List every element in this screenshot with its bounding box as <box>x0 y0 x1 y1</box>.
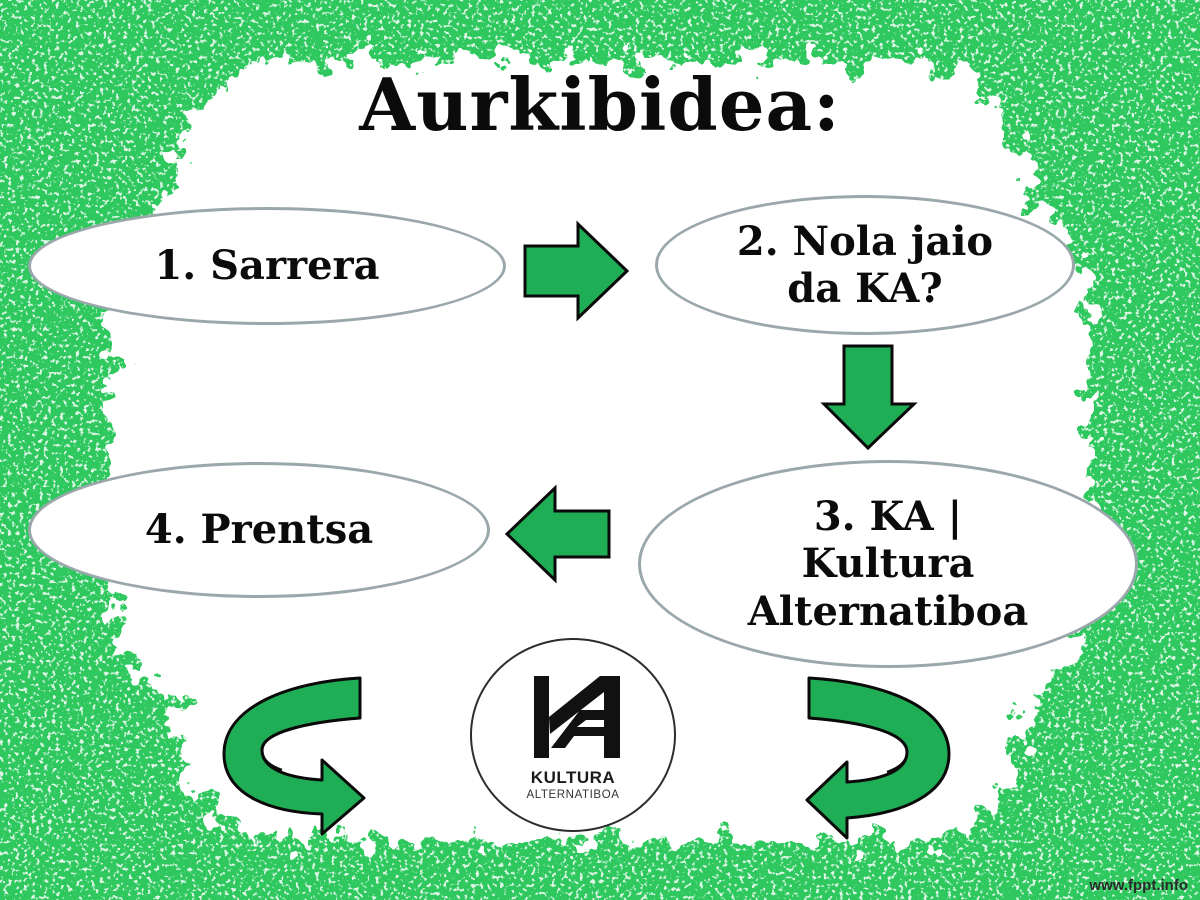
step-1-label: 1. Sarrera <box>154 242 380 290</box>
arrow-right-icon <box>523 220 630 322</box>
step-3-label: 3. KA | Kultura Alternatiboa <box>747 493 1029 635</box>
curved-arrow-right-icon <box>805 676 951 840</box>
curved-arrow-left-icon <box>222 676 366 836</box>
step-3-kultura-alternatiboa: 3. KA | Kultura Alternatiboa <box>638 460 1138 668</box>
step-2-label: 2. Nola jaio da KA? <box>736 217 994 312</box>
watermark: www.fppt.info <box>1089 877 1188 894</box>
step-2-nola-jaio: 2. Nola jaio da KA? <box>655 195 1075 335</box>
page-title: Aurkibidea: <box>359 62 841 147</box>
ka-logo-mark-icon <box>534 676 620 758</box>
logo-text-kultura: KULTURA <box>530 768 616 787</box>
logo-text-alternatiboa: ALTERNATIBOA <box>526 789 620 801</box>
arrow-down-icon <box>820 344 918 451</box>
step-4-prentsa: 4. Prentsa <box>28 462 490 598</box>
arrow-left-icon <box>504 484 611 584</box>
kultura-alternatiboa-logo: KULTURA ALTERNATIBOA <box>470 638 676 832</box>
step-1-sarrera: 1. Sarrera <box>28 207 506 325</box>
step-4-label: 4. Prentsa <box>144 506 374 554</box>
